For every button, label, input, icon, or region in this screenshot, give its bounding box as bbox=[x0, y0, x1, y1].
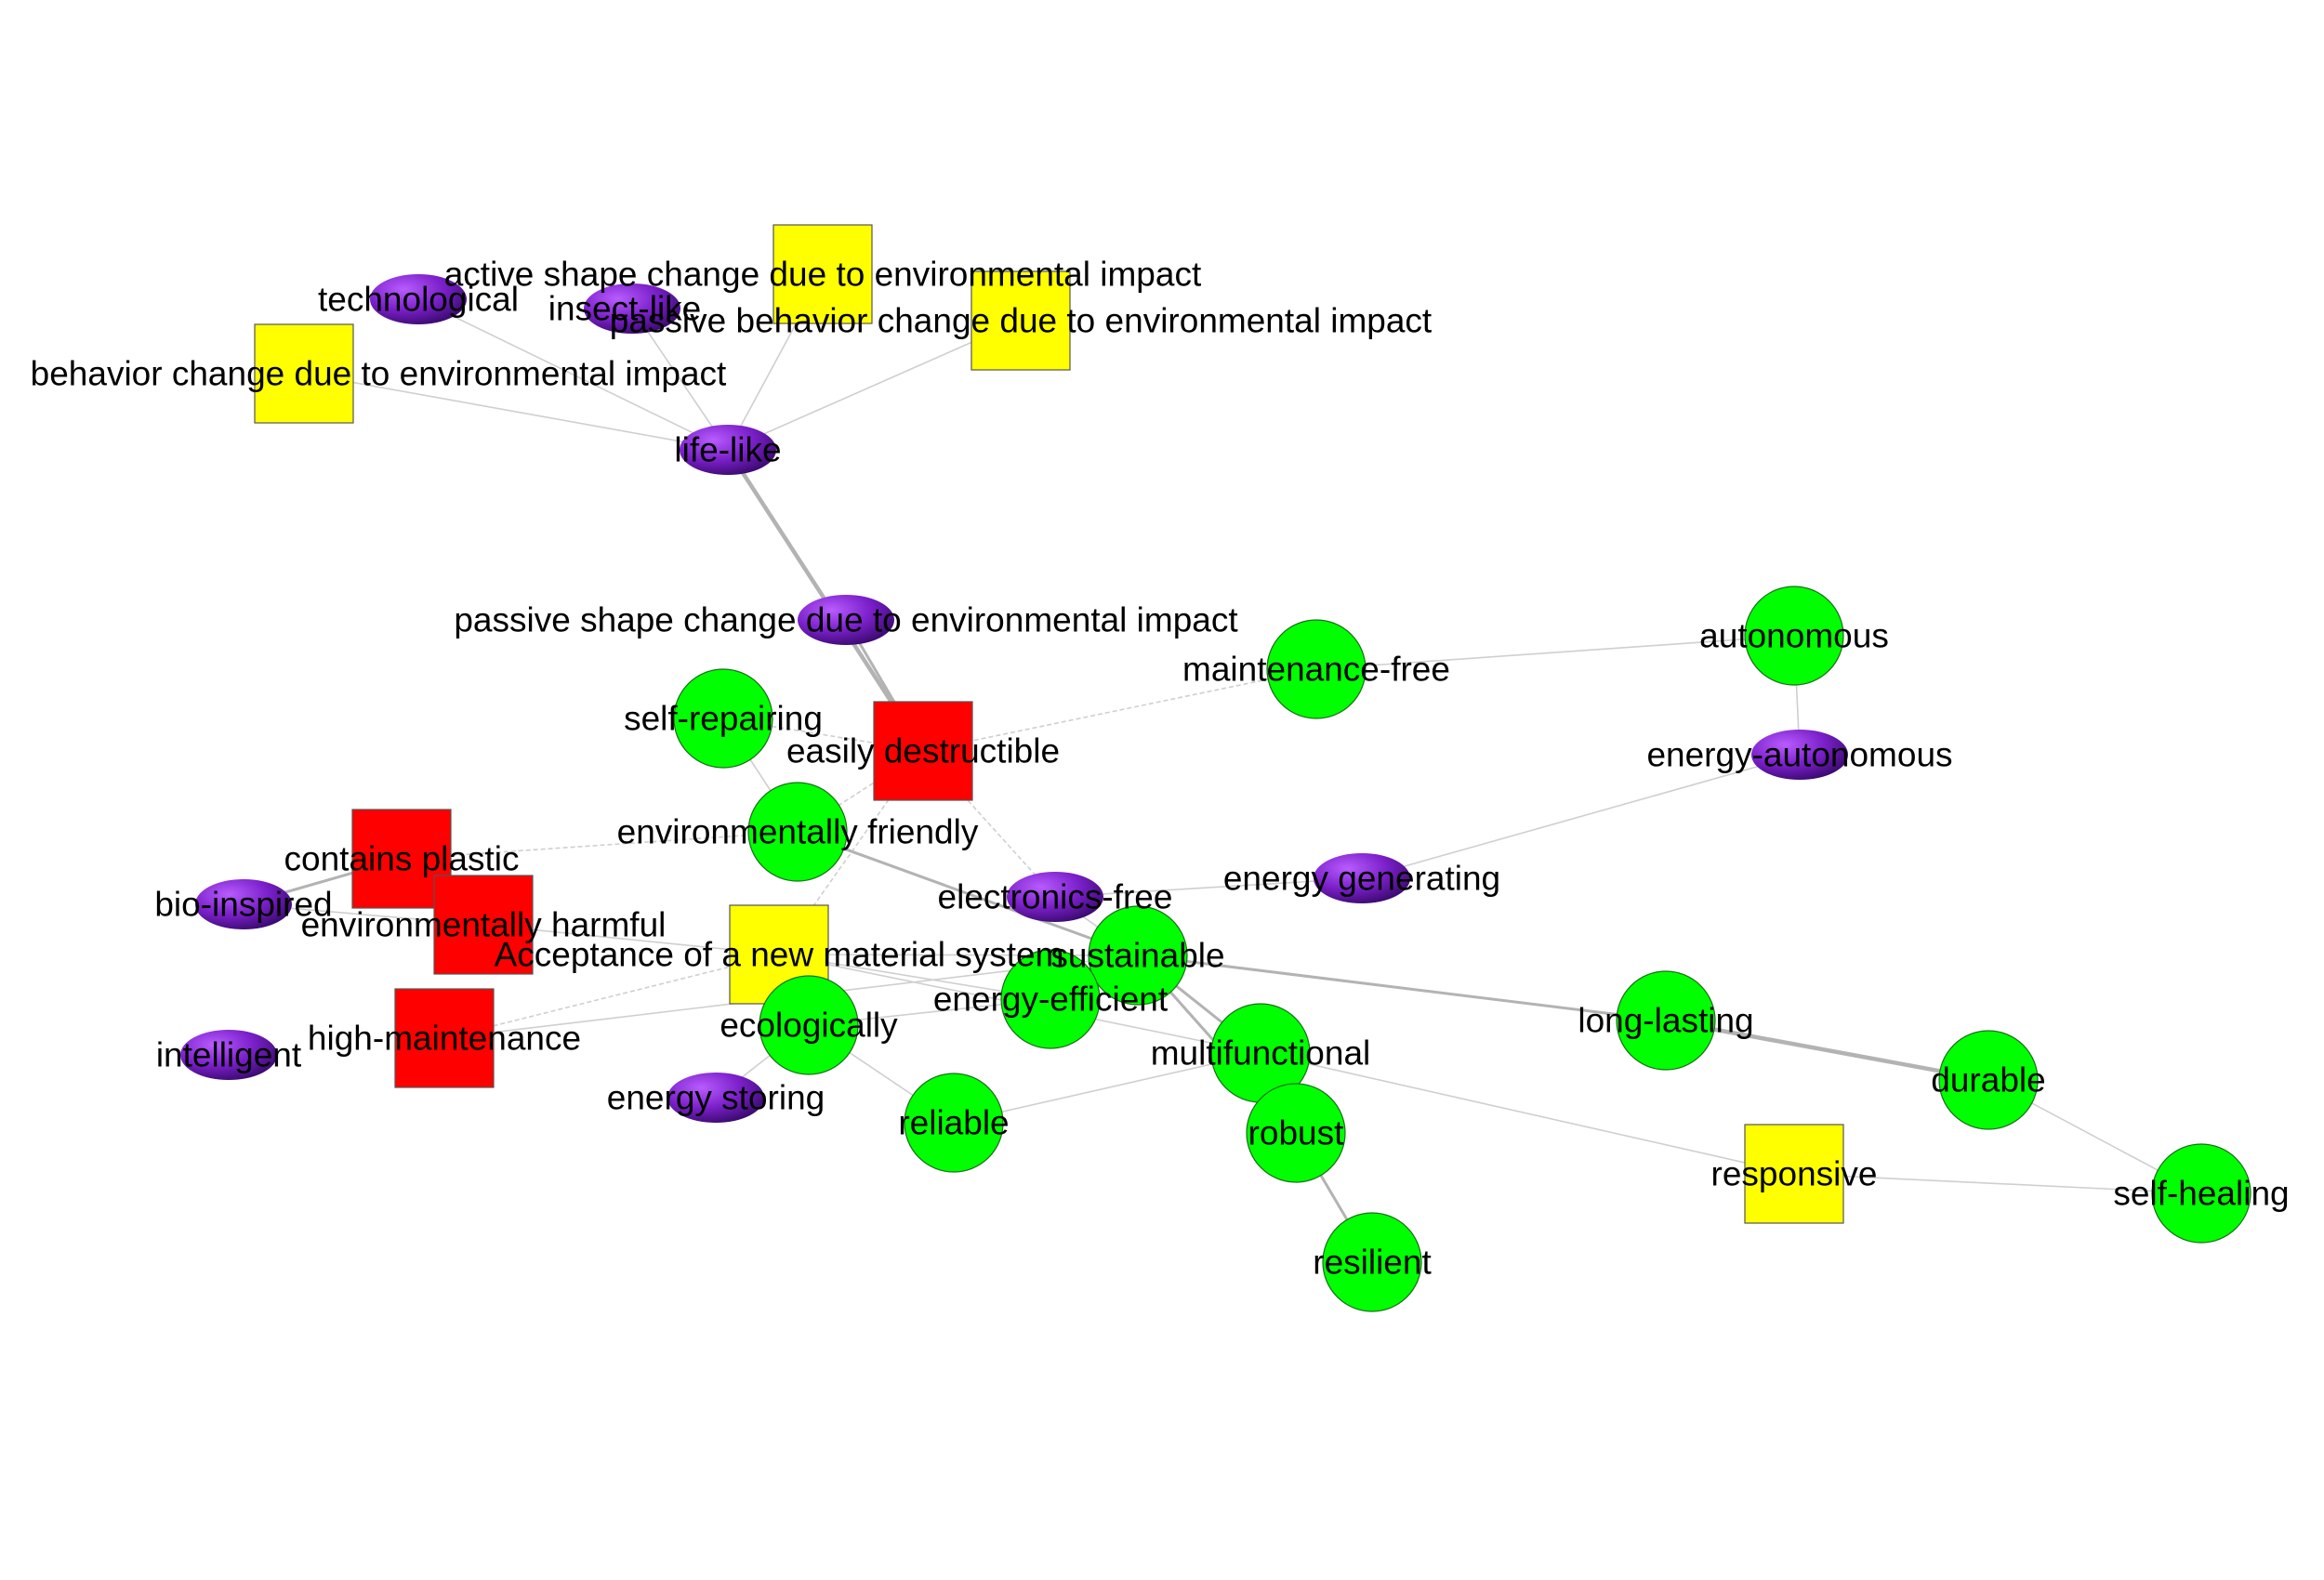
node-label-energy-autonomous: energy-autonomous bbox=[1646, 736, 1952, 774]
node-passive-behavior[interactable] bbox=[971, 270, 1071, 371]
node-robust[interactable] bbox=[1246, 1083, 1346, 1183]
node-energy-efficient[interactable] bbox=[1000, 949, 1101, 1049]
node-responsive[interactable] bbox=[1744, 1124, 1844, 1224]
node-ecologically[interactable] bbox=[759, 975, 859, 1075]
node-label-passive-shape: passive shape change due to environmenta… bbox=[454, 601, 1238, 639]
node-label-easily-destructible: easily destructible bbox=[786, 732, 1060, 770]
node-active-shape[interactable] bbox=[772, 224, 873, 324]
edge-acceptance-high-maintenance bbox=[443, 954, 780, 1039]
node-label-self-repairing: self-repairing bbox=[624, 700, 823, 738]
edge-multifunctional-reliable bbox=[953, 1052, 1261, 1124]
node-intelligent[interactable] bbox=[180, 1030, 277, 1080]
node-self-repairing[interactable] bbox=[673, 668, 773, 769]
edge-long-lasting-durable bbox=[1665, 1018, 1989, 1083]
node-energy-generating[interactable] bbox=[1314, 853, 1410, 903]
node-self-healing[interactable] bbox=[2151, 1143, 2251, 1244]
node-label-durable: durable bbox=[1931, 1061, 2045, 1099]
node-label-sustainable: sustainable bbox=[1050, 937, 1224, 975]
node-label-environmentally-harmful: environmentally harmful bbox=[301, 906, 667, 944]
edge-environmentally-friendly-sustainable bbox=[797, 830, 1139, 957]
node-resilient[interactable] bbox=[1322, 1212, 1422, 1312]
node-environmentally-harmful[interactable] bbox=[433, 875, 534, 975]
node-label-insect-like: insect-like bbox=[548, 290, 702, 328]
node-active-behavior[interactable] bbox=[254, 323, 354, 424]
node-label-active-shape: active shape change due to environmental… bbox=[444, 256, 1202, 294]
node-label-autonomous: autonomous bbox=[1699, 617, 1889, 655]
node-label-reliable: reliable bbox=[898, 1104, 1009, 1142]
node-long-lasting[interactable] bbox=[1616, 970, 1716, 1071]
node-energy-autonomous[interactable] bbox=[1751, 730, 1848, 780]
node-label-active-behavior: behavior change due to environmental imp… bbox=[31, 355, 727, 393]
node-label-long-lasting: long-lasting bbox=[1578, 1002, 1753, 1040]
edge-life-like-active-behavior bbox=[303, 373, 729, 451]
edge-maintenance-free-autonomous bbox=[1315, 635, 1795, 670]
edge-energy-generating-electronics-free bbox=[1054, 877, 1363, 898]
node-label-intelligent: intelligent bbox=[156, 1036, 302, 1074]
edge-energy-autonomous-energy-generating bbox=[1361, 754, 1801, 879]
node-label-electronics-free: electronics-free bbox=[938, 878, 1173, 916]
node-maintenance-free[interactable] bbox=[1266, 619, 1367, 719]
edge-responsive-self-healing bbox=[1793, 1173, 2202, 1194]
node-environmentally-friendly[interactable] bbox=[747, 782, 848, 882]
node-label-acceptance: Acceptance of a new material system bbox=[495, 936, 1064, 974]
node-energy-storing[interactable] bbox=[667, 1073, 764, 1123]
node-label-resilient: resilient bbox=[1313, 1244, 1432, 1282]
edge-sustainable-long-lasting bbox=[1137, 954, 1667, 1022]
node-label-ecologically: ecologically bbox=[720, 1007, 898, 1045]
node-bio-inspired[interactable] bbox=[195, 879, 292, 929]
nodes-layer bbox=[180, 224, 2251, 1312]
node-life-like[interactable] bbox=[680, 425, 776, 475]
node-label-energy-generating: energy generating bbox=[1223, 860, 1500, 898]
node-label-high-maintenance: high-maintenance bbox=[308, 1020, 581, 1058]
node-label-energy-storing: energy storing bbox=[607, 1079, 825, 1117]
edge-life-like-technological bbox=[417, 298, 729, 451]
node-passive-shape[interactable] bbox=[798, 595, 894, 645]
node-label-multifunctional: multifunctional bbox=[1151, 1034, 1371, 1073]
node-label-life-like: life-like bbox=[674, 431, 781, 469]
node-high-maintenance[interactable] bbox=[394, 988, 495, 1088]
node-easily-destructible[interactable] bbox=[873, 701, 973, 801]
node-label-bio-inspired: bio-inspired bbox=[154, 886, 332, 924]
node-insect-like[interactable] bbox=[584, 283, 680, 334]
node-label-contains-plastic: contains plastic bbox=[284, 840, 520, 878]
node-electronics-free[interactable] bbox=[1007, 872, 1103, 922]
node-label-self-healing: self-healing bbox=[2113, 1175, 2289, 1213]
edge-multifunctional-responsive bbox=[1260, 1052, 1795, 1175]
node-technological[interactable] bbox=[370, 274, 467, 324]
node-durable[interactable] bbox=[1938, 1030, 2039, 1130]
edge-environmentally-friendly-contains-plastic bbox=[401, 831, 799, 860]
node-autonomous[interactable] bbox=[1744, 586, 1844, 686]
node-label-maintenance-free: maintenance-free bbox=[1182, 651, 1450, 689]
node-label-responsive: responsive bbox=[1711, 1155, 1878, 1193]
node-label-passive-behavior: passive behavior change due to environme… bbox=[610, 302, 1433, 340]
node-label-robust: robust bbox=[1248, 1114, 1345, 1152]
node-label-energy-efficient: energy-efficient bbox=[933, 981, 1169, 1019]
node-sustainable[interactable] bbox=[1088, 905, 1188, 1006]
node-label-technological: technological bbox=[318, 281, 519, 319]
node-label-environmentally-friendly: environmentally friendly bbox=[617, 813, 979, 851]
node-reliable[interactable] bbox=[904, 1073, 1004, 1173]
edge-easily-destructible-maintenance-free bbox=[922, 668, 1317, 752]
